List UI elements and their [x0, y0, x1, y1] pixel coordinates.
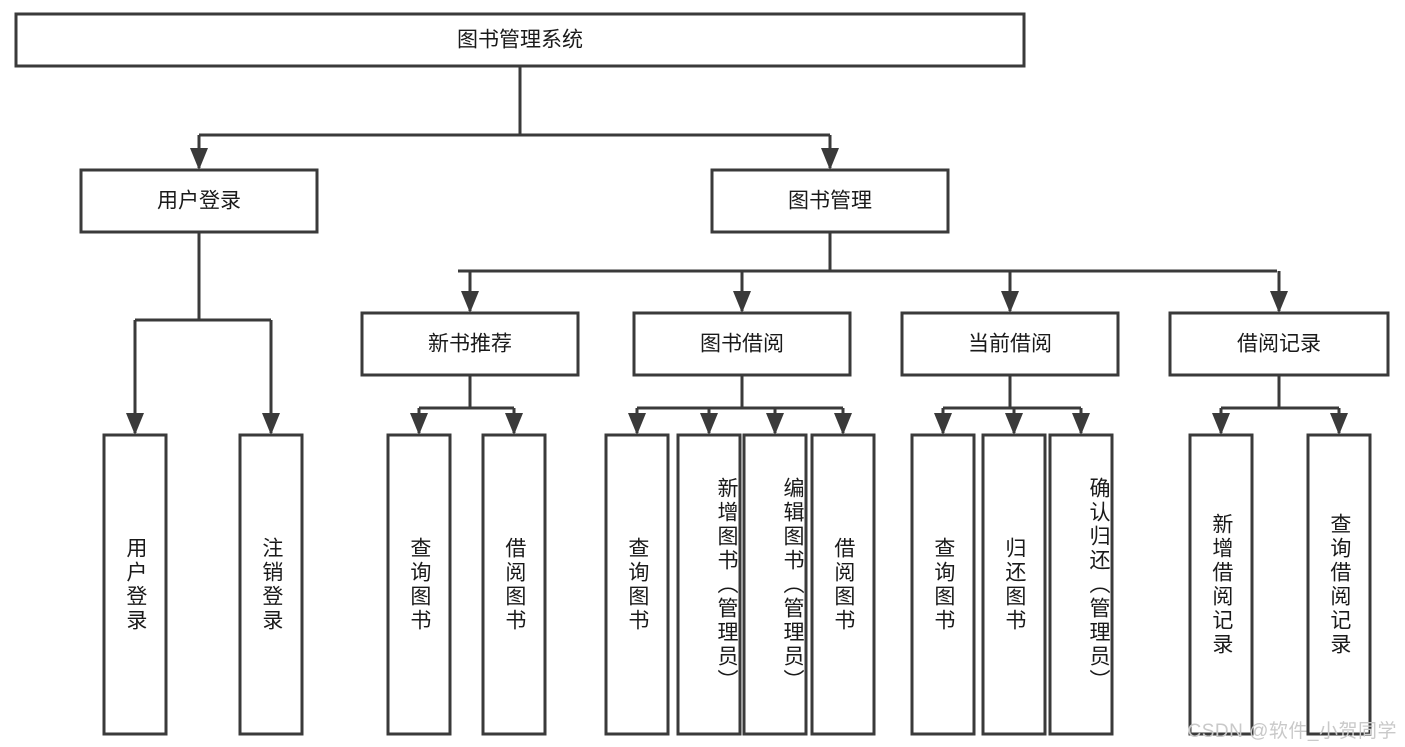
- node-current-borrow: [900, 311, 1120, 377]
- leaf-node-leaf-user-login: [102, 433, 168, 736]
- node-label-book-borrow: 图书借阅: [700, 333, 784, 356]
- node-label-current-borrow: 当前借阅: [968, 333, 1052, 356]
- leaf-node-leaf-add-record: [1188, 433, 1254, 736]
- node-root: [14, 12, 1026, 68]
- watermark: CSDN @软件_小贺同学: [1187, 721, 1397, 742]
- leaf-node-leaf-logout: [238, 433, 304, 736]
- node-label-borrow-record: 借阅记录: [1237, 333, 1321, 356]
- node-borrow-record: [1168, 311, 1390, 377]
- leaf-node-leaf-query-book-rec: [386, 433, 452, 736]
- node-user-login: [79, 168, 319, 234]
- leaf-node-leaf-query-book-cb: [910, 433, 976, 736]
- node-label-book-manage: 图书管理: [788, 190, 872, 213]
- leaf-node-leaf-return-book: [981, 433, 1047, 736]
- node-new-book-rec: [360, 311, 580, 377]
- leaf-node-leaf-query-book-br: [604, 433, 670, 736]
- node-box-layer: [14, 12, 1390, 736]
- leaf-node-leaf-confirm-return: [1048, 433, 1114, 736]
- leaf-node-leaf-edit-book: [742, 433, 808, 736]
- node-label-user-login: 用户登录: [157, 190, 241, 213]
- node-book-borrow: [632, 311, 852, 377]
- leaf-node-leaf-query-record: [1306, 433, 1372, 736]
- node-book-manage: [710, 168, 950, 234]
- node-label-new-book-rec: 新书推荐: [428, 333, 512, 356]
- node-label-root: 图书管理系统: [457, 29, 583, 52]
- leaf-node-leaf-borrow-book-rec: [481, 433, 547, 736]
- leaf-node-leaf-borrow-book-br: [810, 433, 876, 736]
- leaf-node-leaf-add-book: [676, 433, 742, 736]
- connector-layer: [126, 66, 1348, 435]
